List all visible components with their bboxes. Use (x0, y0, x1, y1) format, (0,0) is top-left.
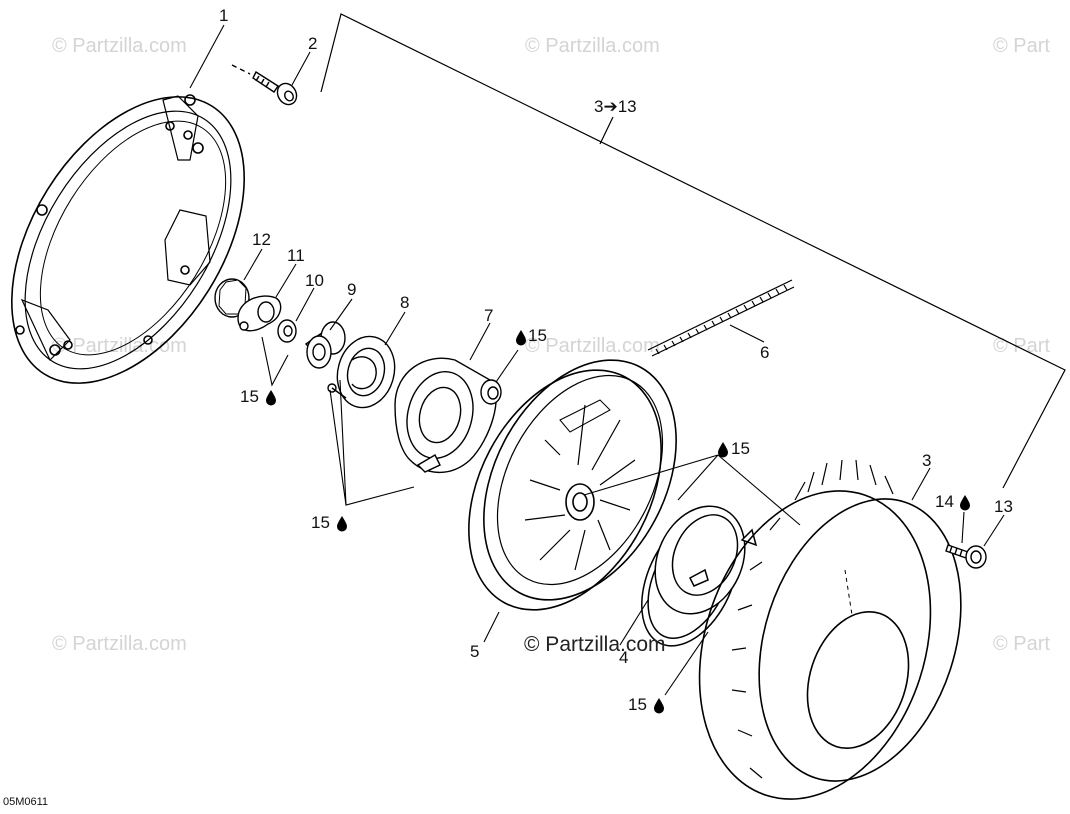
callout-5: 5 (470, 642, 479, 661)
callout-15-b: 15 (240, 387, 259, 406)
part-1-housing-ring (11, 94, 245, 384)
callout-3-13: 3➔13 (594, 97, 637, 116)
watermark-top-left: © Partzilla.com (52, 35, 187, 57)
callout-4: 4 (619, 648, 628, 667)
callout-15-d: 15 (731, 439, 750, 458)
callout-3: 3 (922, 451, 931, 470)
callout-9: 9 (347, 280, 356, 299)
callout-15-lube-e: 15 (628, 695, 664, 714)
part-5-pulley (468, 359, 677, 611)
watermark-mid-center: © Partzilla.com (525, 335, 660, 357)
part-8-cam (327, 335, 396, 409)
watermark-bottom-left: © Partzilla.com (52, 633, 187, 655)
callout-13: 13 (994, 497, 1013, 516)
drawing-code: 05M0611 (3, 796, 48, 808)
callout-1: 1 (219, 6, 228, 25)
part-9-bushing (304, 321, 346, 369)
callout-15-lube-a: 15 (516, 326, 547, 346)
part-6-rope (647, 279, 795, 357)
watermark-main: © Partzilla.com (524, 633, 666, 656)
callout-15-c: 15 (311, 513, 330, 532)
part-2-bolt (231, 64, 298, 106)
watermark-mid-left: © Partzilla.com (52, 335, 187, 357)
callout-15-e: 15 (628, 695, 647, 714)
callout-15-lube-c: 15 (311, 513, 347, 532)
callout-14-lube: 14 (935, 492, 970, 511)
callout-12: 12 (252, 230, 271, 249)
lubricant-drop-icon (654, 698, 664, 714)
lubricant-drop-icon (960, 495, 970, 511)
callout-6: 6 (760, 343, 769, 362)
lubricant-drop-icon (718, 442, 728, 458)
part-13-bolt (945, 544, 987, 569)
watermarks: © Partzilla.com © Partzilla.com © Part ©… (52, 35, 1050, 655)
watermark-bottom-right: © Part (993, 633, 1050, 655)
lubricant-drop-icon (337, 516, 347, 532)
assembly-bracket (320, 13, 1066, 489)
callout-7: 7 (484, 306, 493, 325)
part-11-plate (237, 295, 282, 332)
lubricant-drop-icon (516, 330, 526, 346)
lubricant-drop-icon (266, 390, 276, 406)
callout-15-lube-b: 15 (240, 387, 276, 406)
callouts: 1 2 3➔13 12 11 10 9 8 7 6 3 13 5 4 15 15… (219, 6, 1013, 714)
callout-15-a: 15 (528, 326, 547, 345)
leader-lines (189, 24, 1005, 696)
callout-10: 10 (305, 271, 324, 290)
callout-15-lube-d: 15 (718, 439, 750, 458)
part-7-pawl-plate (394, 357, 502, 474)
watermark-top-right: © Part (993, 35, 1050, 57)
part-12-nut (214, 278, 250, 318)
callout-8: 8 (400, 293, 409, 312)
watermark-mid-right: © Part (993, 335, 1050, 357)
part-3-cover (698, 459, 962, 800)
part-10-washer (277, 319, 297, 343)
callout-14: 14 (935, 492, 954, 511)
callout-2: 2 (308, 34, 317, 53)
watermark-top-center: © Partzilla.com (525, 35, 660, 57)
callout-11: 11 (287, 246, 305, 265)
